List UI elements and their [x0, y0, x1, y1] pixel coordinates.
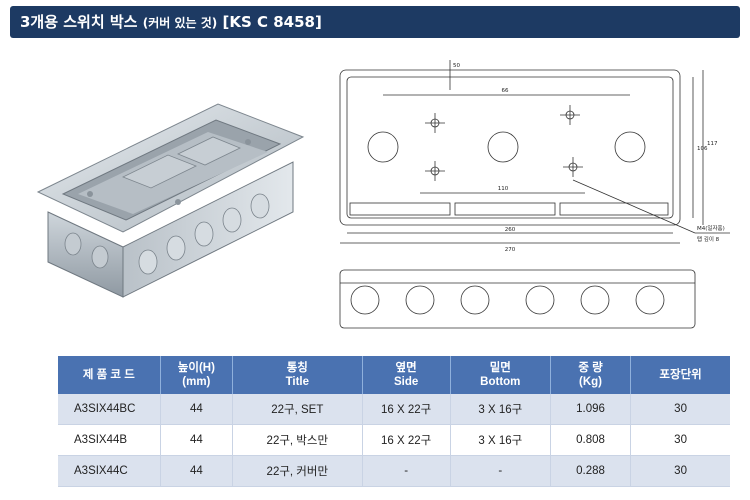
dim-50: 50: [453, 63, 460, 69]
cell-package-unit: 30: [630, 424, 730, 456]
table-row: A3SIX44B 44 22구, 박스만 16 X 22구 3 X 16구 0.…: [58, 424, 730, 456]
cell-title: 22구, SET: [232, 394, 363, 425]
cell-height: 44: [160, 394, 234, 425]
cell-weight: 0.808: [550, 424, 632, 456]
table-row: A3SIX44C 44 22구, 커버만 - - 0.288 30: [58, 455, 730, 487]
header-weight: 중 량(Kg): [550, 356, 632, 394]
cell-height: 44: [160, 424, 234, 456]
dim-117: 117: [707, 141, 718, 147]
cell-weight: 0.288: [550, 455, 632, 487]
cell-side: -: [362, 455, 451, 487]
cell-bottom: -: [450, 455, 551, 487]
table-row: A3SIX44BC 44 22구, SET 16 X 22구 3 X 16구 1…: [58, 394, 730, 425]
dim-110: 110: [498, 186, 509, 192]
cell-title: 22구, 박스만: [232, 424, 363, 456]
drawing-label-depth: 탭 깊이 8: [697, 235, 720, 243]
cell-package-unit: 30: [630, 394, 730, 425]
dim-66: 66: [502, 88, 509, 94]
dim-270: 270: [505, 247, 516, 253]
cell-height: 44: [160, 455, 234, 487]
dim-106: 106: [697, 146, 708, 152]
header-package-unit: 포장단위: [630, 356, 730, 394]
title-main: 3개용 스위치 박스: [20, 13, 138, 31]
dim-260: 260: [505, 227, 516, 233]
cell-product-code: A3SIX44BC: [58, 394, 161, 425]
page-title: 3개용 스위치 박스 (커버 있는 것) [KS C 8458]: [10, 6, 740, 38]
cell-bottom: 3 X 16구: [450, 424, 551, 456]
cell-side: 16 X 22구: [362, 394, 451, 425]
cell-weight: 1.096: [550, 394, 632, 425]
cell-bottom: 3 X 16구: [450, 394, 551, 425]
cell-title: 22구, 커버만: [232, 455, 363, 487]
cell-product-code: A3SIX44C: [58, 455, 161, 487]
cell-package-unit: 30: [630, 455, 730, 487]
product-photo: [36, 103, 305, 298]
cell-side: 16 X 22구: [362, 424, 451, 456]
cell-product-code: A3SIX44B: [58, 424, 161, 456]
header-height: 높이(H)(mm): [160, 356, 234, 394]
title-standard: [KS C 8458]: [222, 13, 322, 31]
title-sub: (커버 있는 것): [142, 16, 218, 30]
technical-drawing: 66 110 260 270 106 117 50 M4(일자홈) 탭 깊이 8: [339, 60, 730, 329]
header-product-code: 제 품 코 드: [58, 356, 161, 394]
drawing-label-hole: M4(일자홈): [697, 224, 725, 232]
